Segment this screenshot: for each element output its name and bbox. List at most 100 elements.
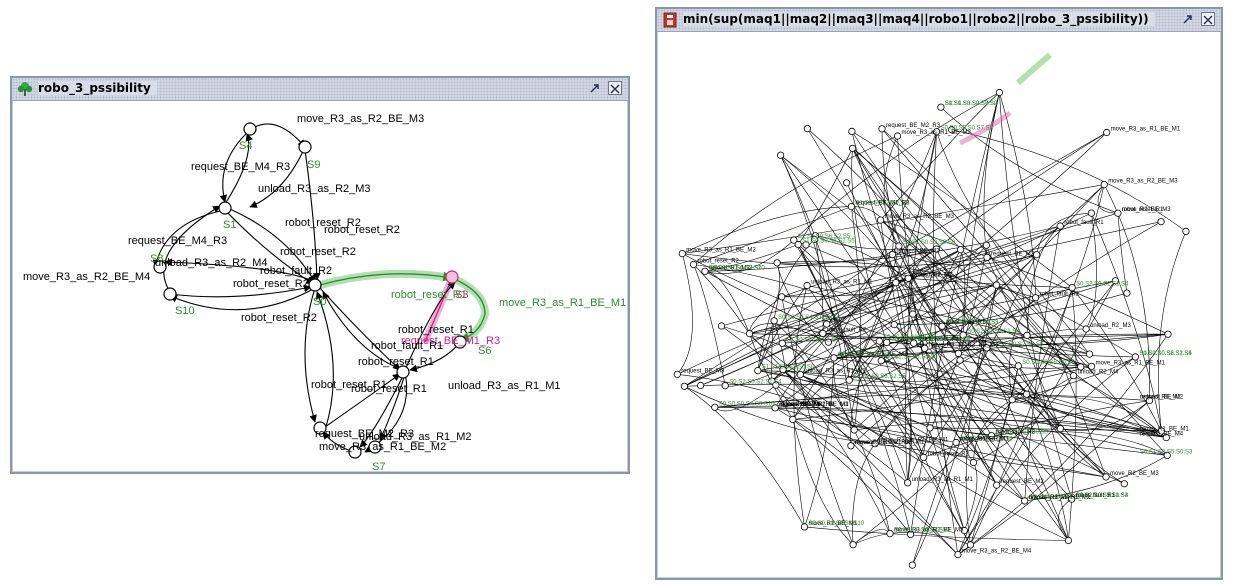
state-node[interactable] [992,281,1001,289]
state-node[interactable] [845,376,853,384]
state-node[interactable] [910,339,918,347]
state-node[interactable] [960,526,968,535]
state-node[interactable] [937,103,945,111]
state-node[interactable] [711,403,719,411]
state-node[interactable] [938,322,946,330]
restore-button[interactable] [588,81,602,95]
state-node[interactable] [1157,427,1165,435]
state-node[interactable] [218,201,232,215]
state-node[interactable] [871,440,879,448]
close-button[interactable] [608,81,622,95]
state-node[interactable] [983,253,991,261]
state-node[interactable] [1068,495,1076,503]
state-node[interactable] [1069,372,1078,380]
state-node[interactable] [983,344,991,352]
state-node[interactable] [849,144,857,152]
state-node[interactable] [673,370,681,378]
state-node[interactable] [1145,396,1154,405]
state-node[interactable] [803,281,811,290]
state-node[interactable] [1022,390,1031,398]
state-node[interactable] [680,382,688,390]
state-node[interactable] [995,88,1003,97]
state-node[interactable] [772,381,780,389]
state-node[interactable] [1162,433,1170,442]
state-node[interactable] [892,279,900,287]
state-node[interactable] [850,426,858,434]
state-node[interactable] [932,128,941,136]
state-node[interactable] [904,274,912,282]
state-node[interactable] [1056,222,1064,230]
state-node[interactable] [243,122,257,136]
automaton-graph[interactable]: S4 S9 S1 S8 S10 S0 S3 S6 S7 move_R3_as_R… [15,102,627,473]
state-node[interactable] [1087,209,1095,217]
state-node[interactable] [824,338,832,346]
state-node[interactable] [1014,362,1022,370]
state-node[interactable] [308,278,322,292]
state-node[interactable] [830,354,838,362]
state-node[interactable] [348,445,362,459]
state-node[interactable] [878,125,886,133]
state-node[interactable] [952,438,960,447]
window-titlebar[interactable]: robo_3_pssibility [12,78,628,101]
state-node[interactable] [883,338,891,346]
state-node[interactable] [921,344,929,352]
state-node[interactable] [313,421,327,435]
state-node[interactable] [754,366,762,375]
state-node[interactable] [909,310,917,318]
state-node[interactable] [907,530,915,538]
state-node[interactable] [1103,128,1111,137]
state-node[interactable] [823,320,831,328]
state-node[interactable] [810,235,818,243]
state-node[interactable] [877,357,885,365]
state-node[interactable] [966,541,975,549]
state-node[interactable] [778,339,786,347]
state-node[interactable] [1131,353,1139,361]
close-button[interactable] [1201,12,1215,26]
window-titlebar[interactable]: min(sup(maq1||maq2||maq3||maq4||robo1||r… [657,9,1221,32]
state-node[interactable] [803,125,811,133]
state-node[interactable] [848,127,856,136]
state-node[interactable] [777,151,785,159]
state-node[interactable] [696,381,705,390]
state-node[interactable] [701,267,709,275]
state-node[interactable] [954,550,962,559]
state-node[interactable] [368,440,382,454]
state-node[interactable] [779,365,787,374]
state-node[interactable] [789,415,797,423]
state-node[interactable] [1023,331,1031,339]
state-node[interactable] [969,458,978,467]
state-node[interactable] [1068,284,1076,292]
state-node[interactable] [1021,497,1029,505]
state-node[interactable] [948,126,956,134]
state-node[interactable] [1100,181,1108,189]
state-node[interactable] [1082,325,1090,333]
state-node[interactable] [890,320,898,329]
graph-canvas[interactable]: S4 S9 S1 S8 S10 S0 S3 S6 S7 move_R3_as_R… [15,102,627,473]
state-node[interactable] [1111,277,1119,285]
state-node[interactable] [1123,289,1131,297]
state-node[interactable] [1008,396,1016,404]
state-node[interactable] [1056,425,1064,433]
state-node[interactable] [819,329,827,337]
state-node[interactable] [802,241,810,249]
state-node[interactable] [893,132,902,140]
state-node[interactable] [987,432,996,440]
state-node[interactable] [298,140,312,154]
state-node[interactable] [908,561,916,569]
state-node[interactable] [875,337,883,345]
state-node[interactable] [926,424,934,432]
state-node[interactable] [1031,294,1040,302]
state-node[interactable] [745,329,754,338]
state-node[interactable] [773,259,781,267]
state-node[interactable] [895,242,903,250]
state-node[interactable] [1064,536,1072,545]
state-node[interactable] [1163,451,1171,459]
state-node[interactable] [770,317,778,325]
state-node[interactable] [919,453,928,461]
state-node[interactable] [717,322,726,330]
state-node[interactable] [1114,209,1122,217]
state-node[interactable] [1157,218,1165,226]
state-node[interactable] [1077,363,1085,371]
state-node[interactable] [1102,473,1110,481]
